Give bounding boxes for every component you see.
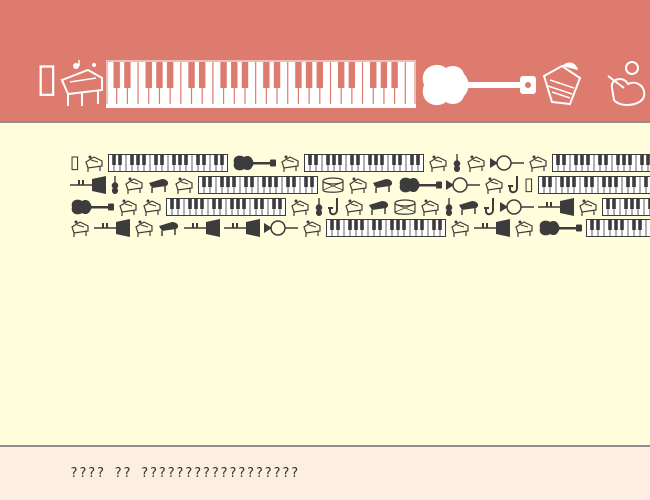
- piano-sketch-icon: [85, 155, 103, 172]
- piano-sketch-icon: [349, 177, 367, 194]
- trumpet-icon: [474, 218, 510, 237]
- keyboard-icon: [198, 175, 318, 194]
- piano-sketch-icon: [529, 155, 547, 172]
- saxophone-icon: [328, 197, 338, 215]
- keyboard-icon: [551, 153, 650, 172]
- trumpet-icon: [224, 218, 260, 237]
- guitar-player-icon: [607, 61, 646, 106]
- sample-area: ▯ ▯: [0, 123, 650, 445]
- grand-piano-icon: [373, 178, 393, 193]
- piano-sketch-icon: [303, 220, 321, 237]
- keyboard-icon: [326, 218, 446, 237]
- grand-piano-icon: [149, 178, 169, 193]
- trumpet-icon: [70, 175, 106, 194]
- keyboard-icon: [537, 175, 650, 194]
- saxophone-icon: [484, 197, 494, 215]
- grand-piano-icon: [459, 200, 479, 215]
- guitar-icon: [71, 199, 114, 214]
- piano-sketch-icon: [429, 155, 447, 172]
- violin-icon: [111, 175, 119, 194]
- piano-sketch-icon: [175, 177, 193, 194]
- keyboard-icon: [106, 60, 416, 108]
- missing-glyph: ▯: [36, 55, 59, 101]
- piano-sketch-icon: [125, 177, 143, 194]
- sample-row-3: [70, 196, 650, 220]
- piano-sketch-icon: [143, 199, 161, 216]
- footer-text: ???? ?? ??????????????????: [70, 466, 300, 481]
- piano-sketch-icon: [71, 220, 89, 237]
- violin-icon: [445, 197, 453, 216]
- accordion-icon: [542, 62, 582, 106]
- piano-sketch-icon: [515, 220, 533, 237]
- keyboard-icon: [107, 153, 228, 172]
- guitar-icon: [539, 220, 582, 235]
- piano-icon: [60, 60, 103, 106]
- piano-sketch-icon: [345, 199, 363, 216]
- header-divider: [0, 121, 650, 123]
- footer-bar: [0, 447, 650, 500]
- grand-piano-icon: [369, 200, 389, 215]
- guitar-icon: [233, 155, 276, 170]
- piano-sketch-icon: [281, 155, 299, 172]
- sample-row-2: ▯: [70, 174, 650, 198]
- piano-sketch-icon: [485, 177, 503, 194]
- horn-icon: [500, 198, 534, 215]
- drum-icon: [322, 176, 344, 193]
- header-banner: ▯: [0, 0, 650, 121]
- piano-sketch-icon: [135, 220, 153, 237]
- trumpet-icon: [184, 218, 220, 237]
- footer-divider: [0, 445, 650, 447]
- piano-sketch-icon: [451, 220, 469, 237]
- drum-icon: [394, 198, 416, 215]
- trumpet-icon: [94, 218, 130, 237]
- keyboard-icon: [303, 153, 424, 172]
- piano-sketch-icon: [421, 199, 439, 216]
- horn-icon: [446, 176, 480, 193]
- guitar-icon: [422, 64, 536, 106]
- missing-glyph: ▯: [524, 174, 534, 195]
- piano-sketch-icon: [579, 199, 597, 216]
- horn-icon: [264, 219, 298, 236]
- violin-icon: [315, 197, 323, 216]
- piano-sketch-icon: [291, 199, 309, 216]
- keyboard-icon: [602, 197, 650, 216]
- sample-row-4: [70, 217, 650, 241]
- sample-row-1: ▯: [70, 152, 650, 176]
- saxophone-icon: [508, 175, 518, 193]
- guitar-icon: [399, 177, 442, 192]
- piano-sketch-icon: [467, 155, 485, 172]
- horn-icon: [489, 154, 524, 171]
- keyboard-icon: [166, 197, 286, 216]
- trumpet-icon: [538, 197, 574, 216]
- grand-piano-icon: [159, 221, 179, 236]
- keyboard-icon: [586, 218, 650, 237]
- violin-icon: [453, 153, 461, 172]
- missing-glyph: ▯: [70, 152, 80, 173]
- piano-sketch-icon: [119, 199, 137, 216]
